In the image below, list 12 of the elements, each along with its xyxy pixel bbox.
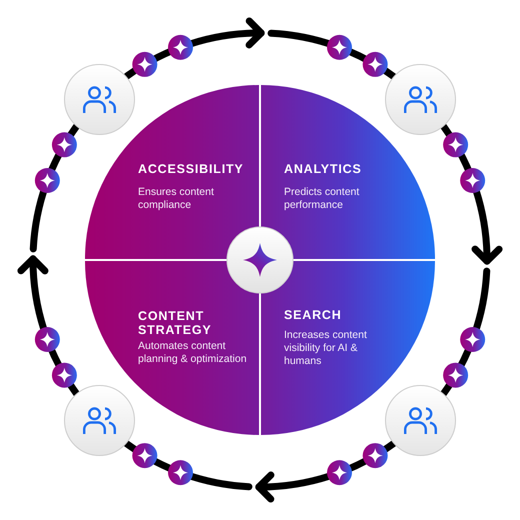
quadrant-title: SEARCH — [284, 308, 342, 322]
quadrant-description: Predicts content performance — [284, 186, 360, 212]
quadrant-description: Automates content planning & optimization — [138, 340, 248, 366]
quadrant-title: CONTENT STRATEGY — [138, 309, 213, 337]
quadrant-description: Increases content visibility for AI & humans — [284, 329, 368, 368]
quadrant-description: Ensures content compliance — [138, 186, 215, 212]
quadrant-title: ACCESSIBILITY — [138, 162, 244, 176]
cycle-arrow — [440, 122, 502, 265]
cycle-arrow — [255, 440, 398, 502]
cycle-arrow — [18, 255, 80, 398]
quadrant-title: ANALYTICS — [284, 162, 362, 176]
cycle-arrow — [122, 18, 265, 80]
